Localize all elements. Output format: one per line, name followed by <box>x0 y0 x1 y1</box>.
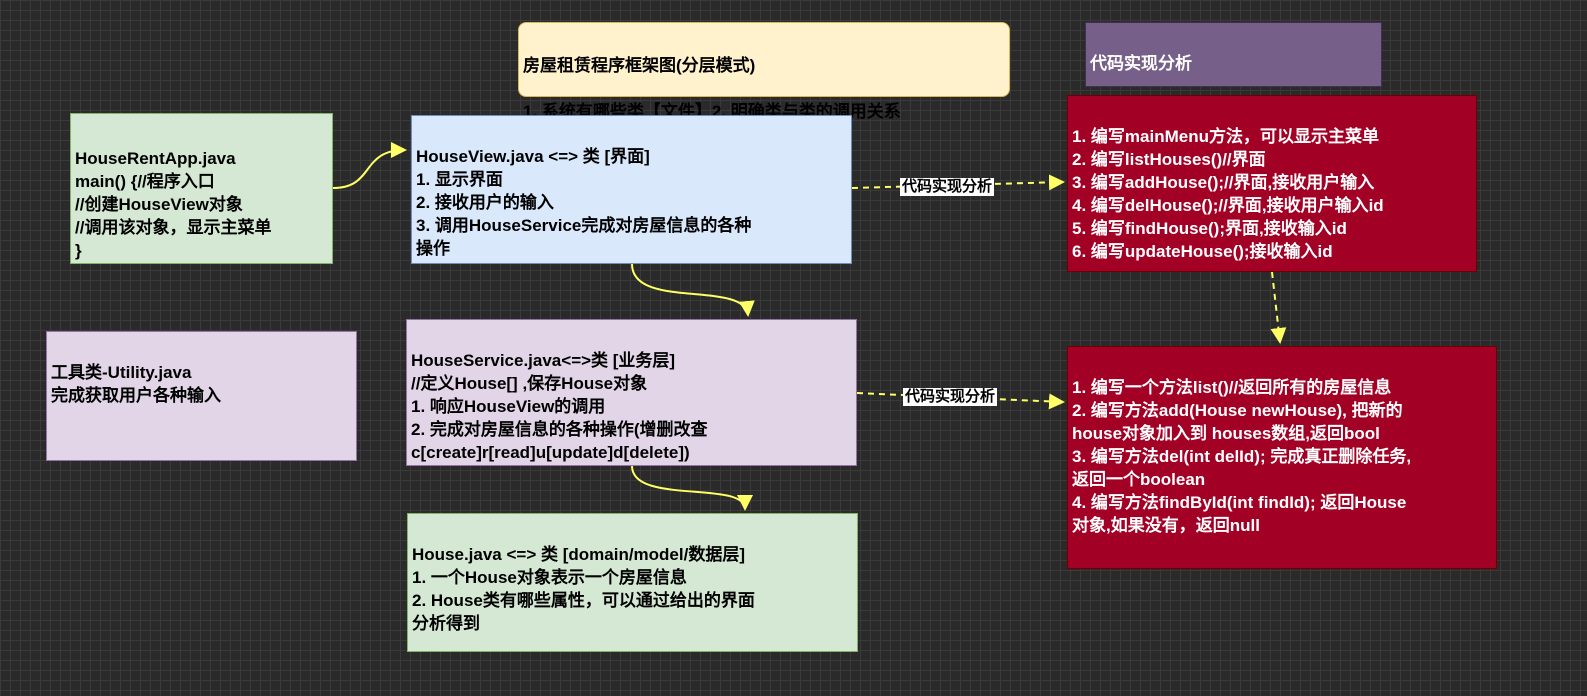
line: 4. 编写方法findById(int findId); 返回House <box>1072 493 1407 512</box>
house-rent-app-box: HouseRentApp.java main() {//程序入口 //创建Hous… <box>70 113 333 264</box>
line: //定义House[] ,保存House对象 <box>411 374 648 393</box>
line: } <box>75 241 82 260</box>
line: 3. 调用HouseService完成对房屋信息的各种 <box>416 216 752 235</box>
line: 1. 响应HouseView的调用 <box>411 397 606 416</box>
line: 3. 编写addHouse();//界面,接收用户输入 <box>1072 173 1375 192</box>
line: 6. 编写updateHouse();接收输入id <box>1072 242 1333 261</box>
line: 对象,如果没有，返回null <box>1072 516 1260 535</box>
title-line: 房屋租赁程序框架图(分层模式) <box>523 56 756 75</box>
house-model-box: House.java <=> 类 [domain/model/数据层] 1. 一个… <box>407 513 858 652</box>
arrow-view-impl <box>851 174 1065 191</box>
line: 1. 一个House对象表示一个房屋信息 <box>412 568 687 587</box>
line: //调用该对象，显示主菜单 <box>75 218 272 237</box>
line: house对象加入到 houses数组,返回bool <box>1072 424 1380 443</box>
analysis-header-text: 代码实现分析 <box>1090 54 1192 73</box>
line: 2. 编写方法add(House newHouse), 把新的 <box>1072 401 1403 420</box>
line: 分析得到 <box>412 614 480 633</box>
house-service-box: HouseService.java<=>类 [业务层] //定义House[] ,… <box>406 319 857 466</box>
line: 4. 编写delHouse();//界面,接收用户输入id <box>1072 196 1384 215</box>
view-impl-box: 1. 编写mainMenu方法，可以显示主菜单 2. 编写listHouses()… <box>1067 95 1477 272</box>
line: 1. 编写一个方法list()//返回所有的房屋信息 <box>1072 378 1392 397</box>
edge-label-service-impl: 代码实现分析 <box>903 388 998 406</box>
line: main() {//程序入口 <box>75 172 215 191</box>
line: HouseRentApp.java <box>75 149 236 168</box>
line: 5. 编写findHouse();界面,接收输入id <box>1072 219 1347 238</box>
line: 2. 接收用户的输入 <box>416 193 554 212</box>
line: 1. 显示界面 <box>416 170 503 189</box>
arrow-app-to-view <box>332 142 407 189</box>
line: 3. 编写方法del(int delId); 完成真正删除任务, <box>1072 447 1412 466</box>
line: HouseView.java <=> 类 [界面] <box>416 147 650 166</box>
edge-label-view-impl: 代码实现分析 <box>900 178 995 196</box>
arrow-service-to-house <box>631 465 753 511</box>
utility-box: 工具类-Utility.java 完成获取用户各种输入 <box>46 331 357 461</box>
title-box: 房屋租赁程序框架图(分层模式) 1. 系统有哪些类【文件】2. 明确类与类的调用… <box>518 22 1010 121</box>
house-view-box: HouseView.java <=> 类 [界面] 1. 显示界面 2. 接收用户的… <box>411 115 852 264</box>
line: HouseService.java<=>类 [业务层] <box>411 351 676 370</box>
line: House.java <=> 类 [domain/model/数据层] <box>412 545 745 564</box>
analysis-header: 代码实现分析 <box>1085 22 1382 87</box>
line: 操作 <box>416 239 450 258</box>
line: //创建HouseView对象 <box>75 195 243 214</box>
line: 1. 编写mainMenu方法，可以显示主菜单 <box>1072 127 1379 146</box>
line: 返回一个boolean <box>1072 470 1206 489</box>
line: 2. House类有哪些属性，可以通过给出的界面 <box>412 591 755 610</box>
line: 2. 编写listHouses()//界面 <box>1072 150 1266 169</box>
line: 完成获取用户各种输入 <box>51 386 221 405</box>
arrow-view-to-service <box>631 263 755 317</box>
line: 2. 完成对房屋信息的各种操作(增删改查 <box>411 420 708 439</box>
line: 工具类-Utility.java <box>51 363 192 382</box>
line: c[create]r[read]u[update]d[delete]) <box>411 443 690 462</box>
arrow-impl-to-impl <box>1270 271 1287 344</box>
service-impl-box: 1. 编写一个方法list()//返回所有的房屋信息 2. 编写方法add(Hou… <box>1067 346 1497 569</box>
